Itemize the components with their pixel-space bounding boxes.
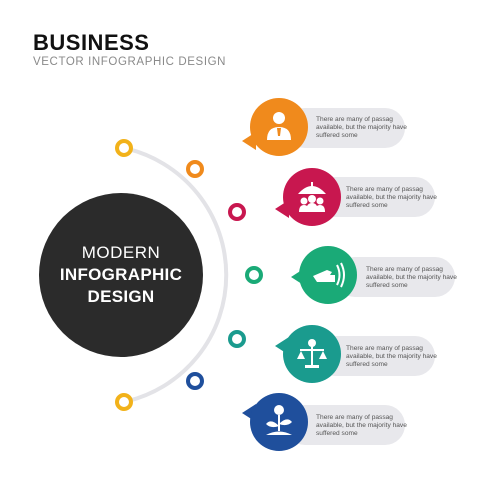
hub-line-1: MODERN: [81, 243, 161, 262]
arc-node-4: [245, 266, 263, 284]
item-bubble: [250, 98, 308, 156]
item-bubble: [299, 246, 357, 304]
arc-node-6: [186, 372, 204, 390]
balance-scale-icon: [297, 339, 327, 368]
page-subtitle: VECTOR INFOGRAPHIC DESIGN: [33, 56, 227, 68]
money-plant-icon: [266, 405, 292, 435]
arc-line: [123, 146, 229, 404]
item-description: There are many of passag available, but …: [346, 186, 437, 210]
businessman-icon: [267, 112, 291, 140]
item-description: There are many of passag available, but …: [346, 345, 437, 369]
item-description: There are many of passag available, but …: [366, 266, 457, 290]
arc-node-1: [115, 139, 133, 157]
umbrella-group-icon: [298, 182, 326, 212]
item-description: There are many of passag available, but …: [316, 414, 407, 438]
arc-node-2: [186, 160, 204, 178]
item-description: There are many of passag available, but …: [316, 116, 407, 140]
arc-node-5: [228, 330, 246, 348]
item-bubble: [250, 393, 308, 451]
center-hub: MODERN INFOGRAPHIC DESIGN: [39, 193, 203, 357]
hub-line-2: INFOGRAPHIC: [59, 265, 183, 284]
item-bubble: [283, 168, 341, 226]
hub-line-3: DESIGN: [87, 287, 155, 306]
arc-node-3: [228, 203, 246, 221]
hand-waves-icon: [313, 262, 345, 288]
item-bubble: [283, 325, 341, 383]
arc-node-7: [115, 393, 133, 411]
page-title: BUSINESS: [33, 30, 150, 55]
